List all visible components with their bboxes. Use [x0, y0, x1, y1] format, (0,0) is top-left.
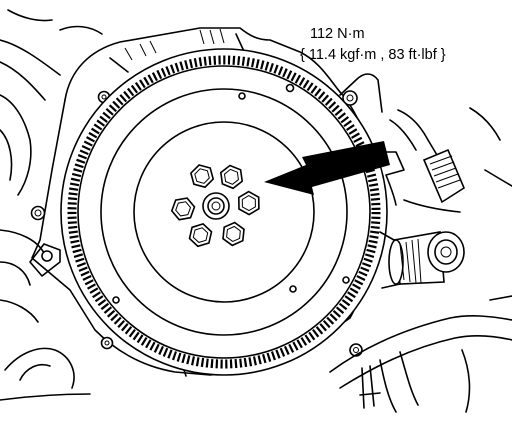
input-shaft: [379, 231, 465, 289]
hex-bolt-icon: [170, 197, 196, 221]
hatch-line: [199, 29, 205, 45]
engine-block-left: [0, 9, 103, 401]
hex-bolt-icon: [237, 190, 260, 216]
hatch-line: [209, 29, 215, 45]
hatch-line: [219, 28, 225, 44]
hex-bolt-icon: [222, 221, 245, 247]
lower-hoses: [329, 107, 512, 413]
hex-bolt-icon: [190, 164, 215, 189]
crankshaft-center: [202, 192, 230, 220]
hatch-line: [149, 40, 157, 54]
torque-callout: 112 N·m { 11.4 kgf·m , 83 ft·lbf }: [300, 24, 446, 66]
housing-hatching: [124, 28, 225, 61]
ring-gear: [67, 55, 381, 369]
torque-value-alt: { 11.4 kgf·m , 83 ft·lbf }: [300, 47, 446, 63]
flywheel-bolts: [170, 164, 260, 248]
torque-value-nm: 112 N·m: [310, 26, 365, 42]
hex-bolt-icon: [188, 222, 213, 248]
pointer-arrow-icon: [264, 141, 390, 195]
hatch-line: [124, 47, 133, 61]
hex-bolt-icon: [219, 164, 244, 190]
pedal-lever: [422, 148, 465, 204]
bracket-right: [383, 109, 465, 213]
hatch-line: [139, 43, 147, 57]
